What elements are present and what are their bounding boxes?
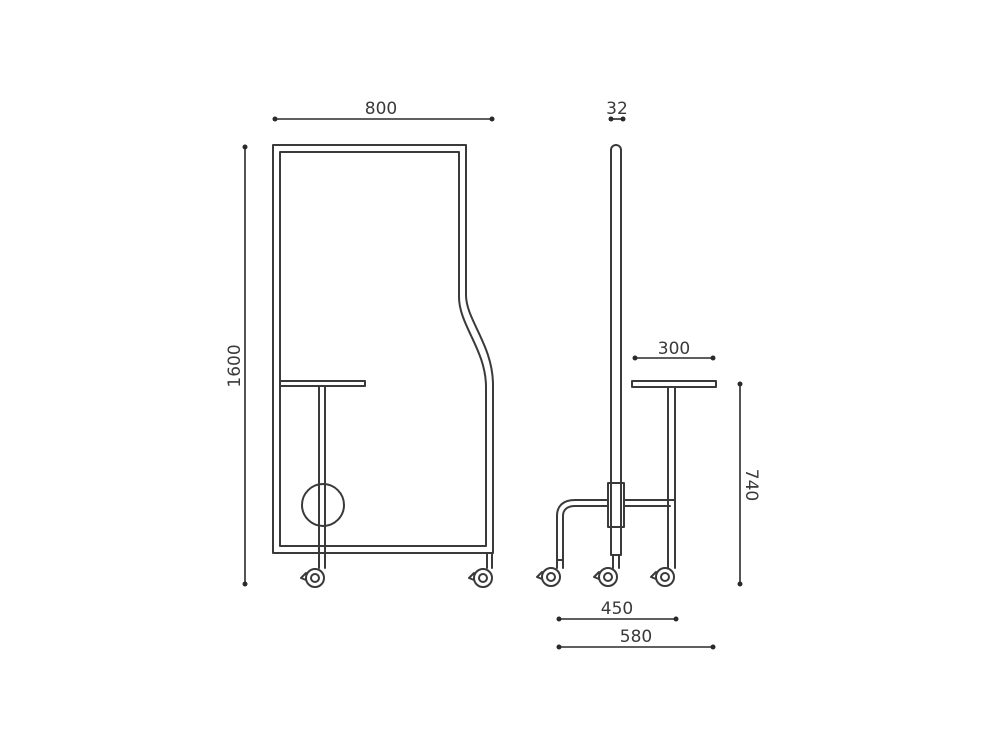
dimension-label-300: 300 — [658, 339, 690, 359]
front-cable-port — [301, 483, 345, 527]
dimension-label-450: 450 — [601, 599, 633, 619]
front-caster-left — [300, 568, 325, 588]
front-frame-inner — [279, 151, 487, 547]
dimension-label-1600: 1600 — [225, 344, 245, 387]
dimension-base-depth: 450 — [556, 599, 679, 622]
dimension-label-800: 800 — [365, 99, 397, 119]
dimension-overall-depth: 580 — [556, 627, 716, 650]
dimension-table-height: 740 — [737, 381, 761, 587]
front-right-leg — [486, 552, 493, 569]
front-table-top — [279, 380, 366, 387]
dimension-label-32: 32 — [606, 99, 628, 119]
side-table-top — [631, 380, 717, 388]
side-base-bar — [556, 499, 676, 561]
front-caster-right — [468, 568, 493, 588]
front-table-stem — [318, 385, 326, 569]
side-legs — [556, 554, 620, 569]
dimension-side-thickness: 32 — [606, 99, 628, 122]
dimension-front-width: 800 — [272, 99, 495, 122]
side-view — [536, 144, 717, 587]
side-table-stem — [667, 386, 676, 569]
side-caster-right — [650, 567, 675, 587]
dimension-front-height: 1600 — [225, 144, 248, 587]
side-caster-left — [536, 567, 561, 587]
dimension-table-width: 300 — [632, 339, 716, 361]
front-frame-outer — [272, 144, 494, 554]
side-panel-pole — [610, 144, 622, 556]
dimension-label-580: 580 — [620, 627, 652, 647]
dimension-label-740: 740 — [741, 469, 761, 501]
side-caster-middle — [593, 567, 618, 587]
front-view — [272, 144, 494, 588]
